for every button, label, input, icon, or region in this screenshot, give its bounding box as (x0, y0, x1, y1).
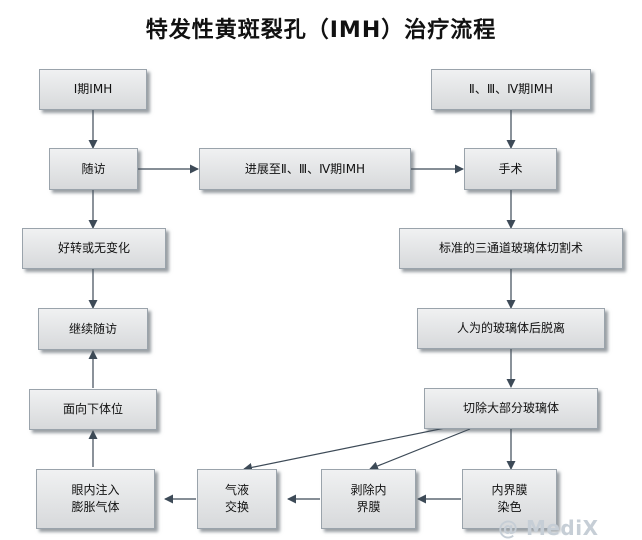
node-fluid-gas-exchange: 气液 交换 (197, 469, 277, 529)
arrow-remove-to-fluid-gas (243, 427, 446, 472)
watermark-logo: @ MediX (498, 516, 599, 540)
node-peel-ilm: 剥除内 界膜 (321, 469, 416, 529)
node-stain-ilm: 内界膜 染色 (462, 469, 557, 529)
node-posterior-vitreous-detachment: 人为的玻璃体后脱离 (417, 308, 605, 349)
arrow-remove-to-peel (369, 428, 471, 471)
node-face-down-position: 面向下体位 (29, 389, 157, 430)
node-progress-to-stage234: 进展至Ⅱ、Ⅲ、Ⅳ期IMH (199, 148, 411, 190)
node-inject-expansile-gas: 眼内注入 膨胀气体 (36, 469, 155, 529)
node-remove-vitreous: 切除大部分玻璃体 (424, 388, 598, 429)
node-three-port-vitrectomy: 标准的三通道玻璃体切割术 (399, 228, 623, 269)
node-stage1-imh: Ⅰ期IMH (39, 69, 147, 110)
node-surgery: 手术 (464, 148, 557, 190)
diagram-title: 特发性黄斑裂孔（IMH）治疗流程 (145, 18, 497, 43)
node-improve-or-no-change: 好转或无变化 (22, 228, 166, 269)
node-followup: 随访 (49, 148, 138, 190)
node-stage234-imh: Ⅱ、Ⅲ、Ⅳ期IMH (431, 69, 591, 110)
node-continue-followup: 继续随访 (38, 308, 148, 350)
